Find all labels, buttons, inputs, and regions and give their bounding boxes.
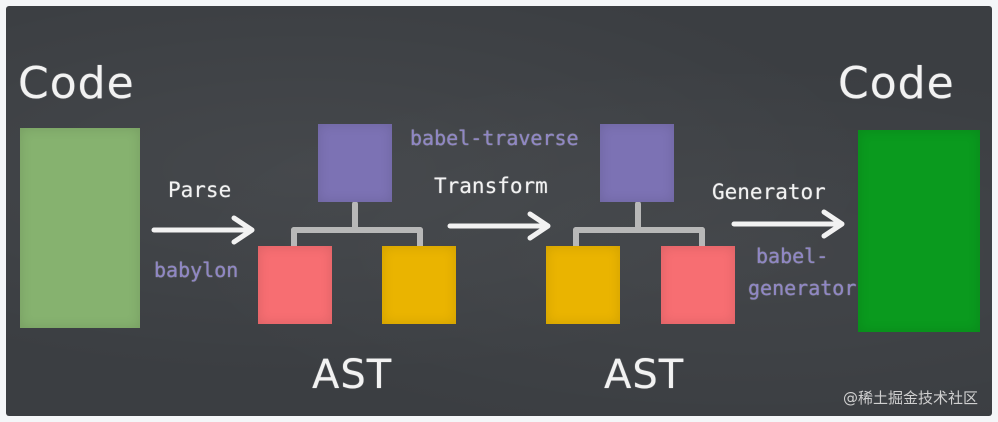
parse-label: Parse bbox=[168, 178, 232, 202]
ast-left-yellow-node bbox=[382, 246, 456, 324]
generator-label: Generator bbox=[712, 180, 826, 204]
chalkboard: Code Parse babylon AST babel-traverse Tr… bbox=[6, 6, 992, 416]
generator-arrow bbox=[731, 209, 845, 239]
babel-generator-label-line1: babel- bbox=[756, 244, 829, 268]
ast-left-connectors bbox=[291, 201, 423, 249]
ast-left-red-node bbox=[258, 246, 332, 324]
connector-layer bbox=[151, 201, 845, 249]
ast-left-root-node bbox=[318, 124, 392, 202]
babel-traverse-label: babel-traverse bbox=[410, 126, 579, 150]
ast-right-connectors bbox=[573, 201, 705, 249]
code-output-block bbox=[858, 130, 980, 332]
ast-right-root-node bbox=[600, 124, 674, 202]
ast-right-yellow-node bbox=[546, 246, 620, 324]
code-output-label: Code bbox=[838, 58, 955, 109]
parse-arrow bbox=[151, 215, 255, 245]
transform-label: Transform bbox=[434, 174, 548, 198]
ast-right-red-node bbox=[661, 246, 735, 324]
code-input-block bbox=[20, 128, 140, 328]
babel-generator-label-line2: generator bbox=[748, 276, 857, 300]
ast-left-label: AST bbox=[312, 352, 393, 398]
ast-right-label: AST bbox=[604, 352, 685, 398]
babylon-label: babylon bbox=[154, 258, 239, 282]
watermark: @稀土掘金技术社区 bbox=[842, 389, 978, 407]
transform-arrow bbox=[447, 211, 551, 241]
code-input-label: Code bbox=[18, 58, 135, 109]
